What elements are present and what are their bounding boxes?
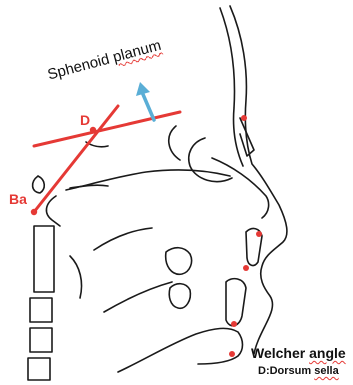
ramus-curve [104,282,172,312]
occlusal-line [94,228,152,250]
maxilla-outline [212,158,269,218]
planum-arrow-head [136,82,150,96]
caption-word-1: Welcher [251,345,309,361]
point-ba-label: Ba [9,192,27,206]
legend-word-2: sella [314,365,338,377]
incisor-point [243,265,249,271]
vertebra-c4 [30,328,52,352]
basion-point [31,209,37,215]
vertebra-c5 [28,358,50,380]
nasion-point [241,115,247,121]
pharynx-curve [70,256,82,298]
planum-arrow-shaft [142,92,154,120]
menton-point [229,351,235,357]
clivus-line [34,106,118,212]
caption-title: Welcher angle [251,346,346,360]
upper-molar [166,248,192,275]
landmarks [31,115,262,357]
dorsum-sella-point [90,127,96,133]
lower-incisor [226,279,246,326]
occipital-curve [46,196,60,226]
upper-lip-point [256,231,262,237]
point-d-label: D [80,113,90,127]
legend-word-1: D:Dorsum [258,365,314,377]
vertebra-c3 [30,298,52,322]
construction-lines [34,106,240,212]
caption-word-2: angle [309,345,346,361]
orbit-inner [169,126,180,160]
basi-contour [70,185,108,188]
face-profile [230,6,287,354]
vertebra-c2 [34,226,54,292]
lower-molar [169,284,190,309]
arrow [136,82,154,120]
mandible-lower [118,328,243,372]
caption-legend: D:Dorsum sella [258,366,339,377]
lower-incisor-point [231,321,237,327]
ear-rod [33,176,45,193]
